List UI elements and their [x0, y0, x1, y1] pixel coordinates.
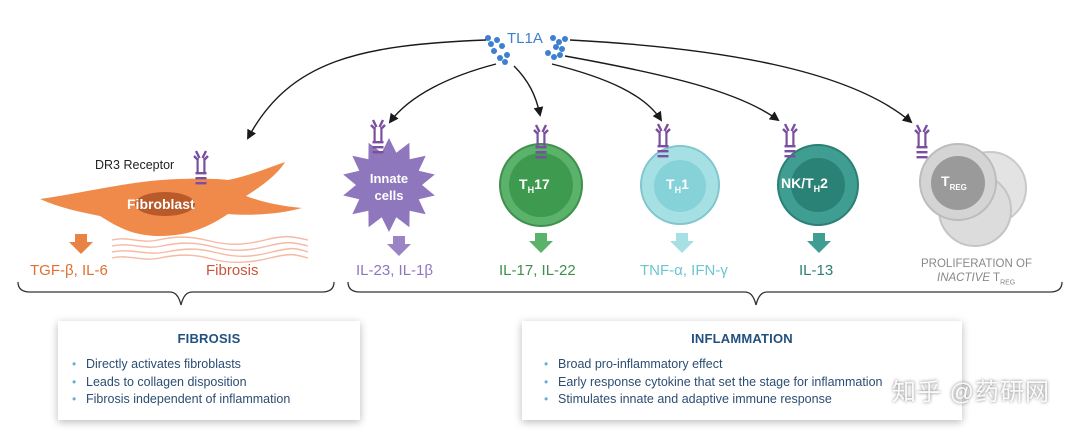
innate-dr3-receptor	[369, 118, 387, 155]
arrow-to-th1	[551, 63, 663, 122]
treg-dr3-receptor	[913, 123, 931, 160]
fibroblast-cell	[40, 162, 302, 236]
nk-th2-output-arrow	[807, 233, 831, 253]
th17-output-label: IL-17, IL-22	[499, 262, 576, 279]
th1-output-arrow	[670, 233, 694, 253]
watermark: 知乎 @药研网	[891, 379, 1050, 406]
fibrosis-bullet-list: Directly activates fibroblasts Leads to …	[68, 356, 360, 409]
fibrosis-summary-box: FIBROSIS Directly activates fibroblasts …	[58, 321, 360, 420]
treg-output-line2: INACTIVE TREG	[937, 272, 1016, 287]
treg-output-line1: PROLIFERATION OF	[921, 258, 1032, 270]
th17-output-arrow	[529, 233, 553, 253]
collagen-fibers	[111, 235, 309, 263]
output-arrows	[69, 233, 831, 256]
innate-output-label: IL-23, IL-1β	[356, 262, 433, 279]
th1-dr3-receptor	[654, 122, 672, 159]
tl1a-ligand-cluster-left	[485, 35, 510, 65]
fibroblast-output-arrow	[69, 234, 93, 254]
fibroblast-label: Fibroblast	[127, 196, 195, 212]
dr3-receptor-label: DR3 Receptor	[95, 158, 175, 172]
th1-cell	[640, 145, 720, 225]
th1-label: TH1	[666, 176, 689, 195]
nk-th2-dr3-receptor	[781, 122, 799, 159]
innate-cells-label: Innate cells	[369, 171, 409, 203]
nk-th2-output-label: IL-13	[799, 262, 834, 279]
brace-inflammation	[347, 281, 1063, 306]
fibroblast-dr3-receptor	[192, 149, 210, 186]
arrow-to-innate-cells	[388, 63, 497, 124]
nk-th2-cell	[777, 144, 859, 226]
treg-cells	[919, 143, 1027, 247]
inflammation-bullet: Broad pro-inflammatory effect	[540, 356, 962, 374]
nk-th2-label: NK/TH2	[781, 175, 828, 194]
fibrosis-bullet: Fibrosis independent of inflammation	[68, 391, 360, 409]
arrow-to-nk-th2	[564, 55, 780, 122]
inflammation-bullet: Early response cytokine that set the sta…	[540, 374, 962, 392]
arrow-to-th17	[513, 65, 544, 117]
th17-cell	[499, 143, 583, 227]
innate-output-arrow	[387, 236, 411, 256]
tl1a-label: TL1A	[507, 30, 543, 47]
th17-label: TH17	[519, 176, 550, 195]
inflammation-bullet-list: Broad pro-inflammatory effect Early resp…	[540, 356, 962, 409]
th1-output-label: TNF-α, IFN-γ	[640, 262, 728, 279]
fibrosis-bullet: Directly activates fibroblasts	[68, 356, 360, 374]
fibrosis-box-title: FIBROSIS	[177, 331, 241, 346]
fibrosis-label: Fibrosis	[206, 262, 259, 279]
th17-dr3-receptor	[532, 123, 550, 160]
inflammation-summary-box: INFLAMMATION Broad pro-inflammatory effe…	[522, 321, 962, 420]
brace-fibrosis	[17, 281, 335, 306]
treg-label: TREG	[941, 173, 967, 192]
arrow-to-treg	[569, 39, 913, 124]
signal-arrows	[247, 39, 913, 140]
arrow-to-fibroblast	[247, 39, 487, 140]
inflammation-box-title: INFLAMMATION	[691, 331, 793, 346]
fibroblast-output-label: TGF-β, IL-6	[30, 262, 108, 279]
tl1a-ligand-cluster-right	[545, 35, 568, 60]
innate-cell	[343, 138, 435, 232]
fibrosis-bullet: Leads to collagen disposition	[68, 374, 360, 392]
inflammation-bullet: Stimulates innate and adaptive immune re…	[540, 391, 962, 409]
